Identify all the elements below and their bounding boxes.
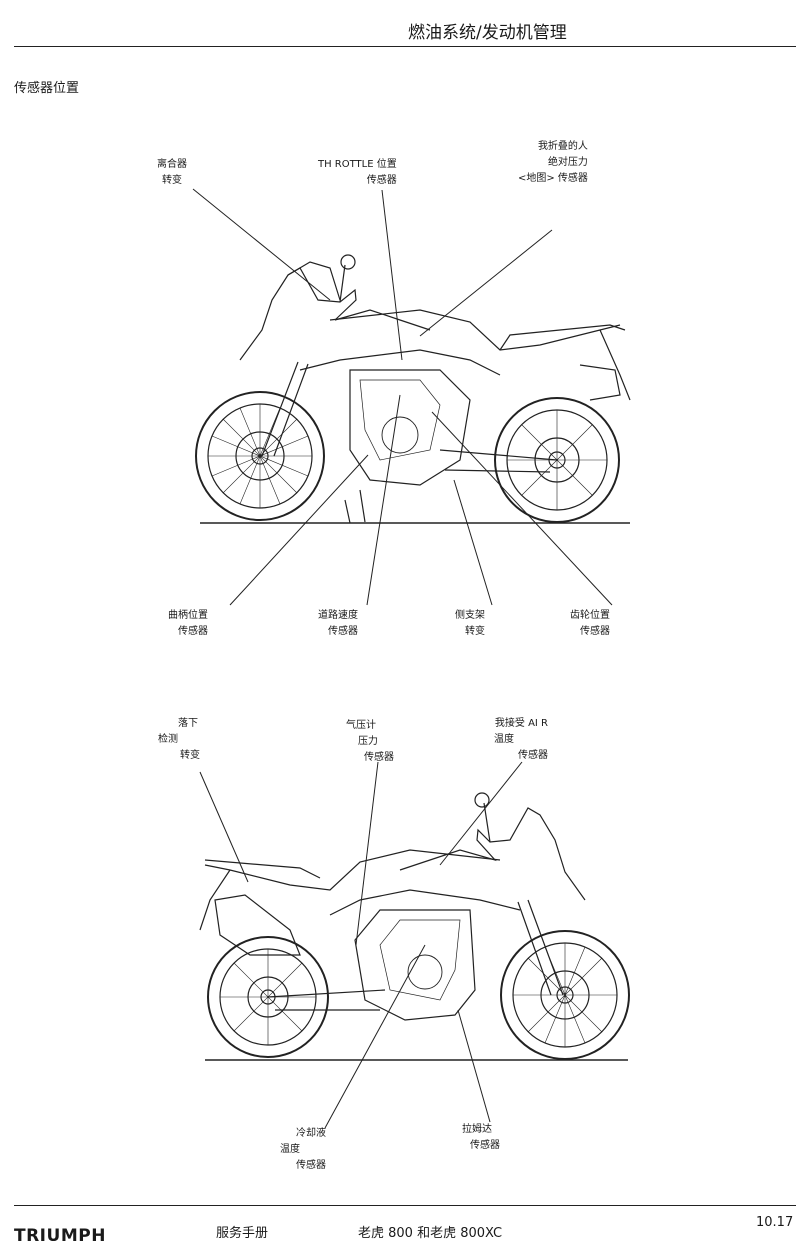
label-lambda-sensor: 拉姆达传感器 <box>462 1124 500 1151</box>
label-road-speed-sensor: 道路速度传感器 <box>318 610 358 637</box>
label-coolant-temperature-sensor: 冷却液温度传感器 <box>280 1128 326 1171</box>
figure1-motorcycle-illustration <box>196 255 630 523</box>
header-divider <box>14 46 796 47</box>
figure2-motorcycle-diagram <box>0 700 800 1200</box>
label-crank-position-sensor: 曲柄位置传感器 <box>168 610 208 637</box>
page-number: 10.17 <box>756 1215 794 1230</box>
footer-divider <box>14 1205 796 1206</box>
label-throttle-position-sensor: TH ROTTLE 位置传感器 <box>318 159 397 186</box>
figure2-motorcycle-illustration <box>200 793 629 1060</box>
label-barometric-pressure-sensor: 气压计压力传感器 <box>346 720 394 763</box>
figure1-motorcycle-diagram <box>0 150 800 650</box>
section-title: 传感器位置 <box>14 81 80 96</box>
label-fall-detection-switch: 落下检测转变 <box>158 718 200 761</box>
page-header-title: 燃油系统/发动机管理 <box>408 23 567 43</box>
label-gear-position-sensor: 齿轮位置传感器 <box>570 610 610 637</box>
figure2-leader-lines <box>200 762 522 1128</box>
footer-manual-title: 服务手册 <box>216 1226 269 1241</box>
footer-model-name: 老虎 800 和老虎 800XC <box>358 1226 503 1241</box>
triumph-logo: TRIUMPH <box>14 1226 106 1246</box>
label-map-sensor: 我折叠的人绝对压力<地图> 传感器 <box>518 141 588 184</box>
label-clutch-switch: 离合器转变 <box>157 159 187 186</box>
figure1-leader-lines <box>193 189 612 605</box>
label-sidestand-switch: 侧支架转变 <box>455 610 485 637</box>
